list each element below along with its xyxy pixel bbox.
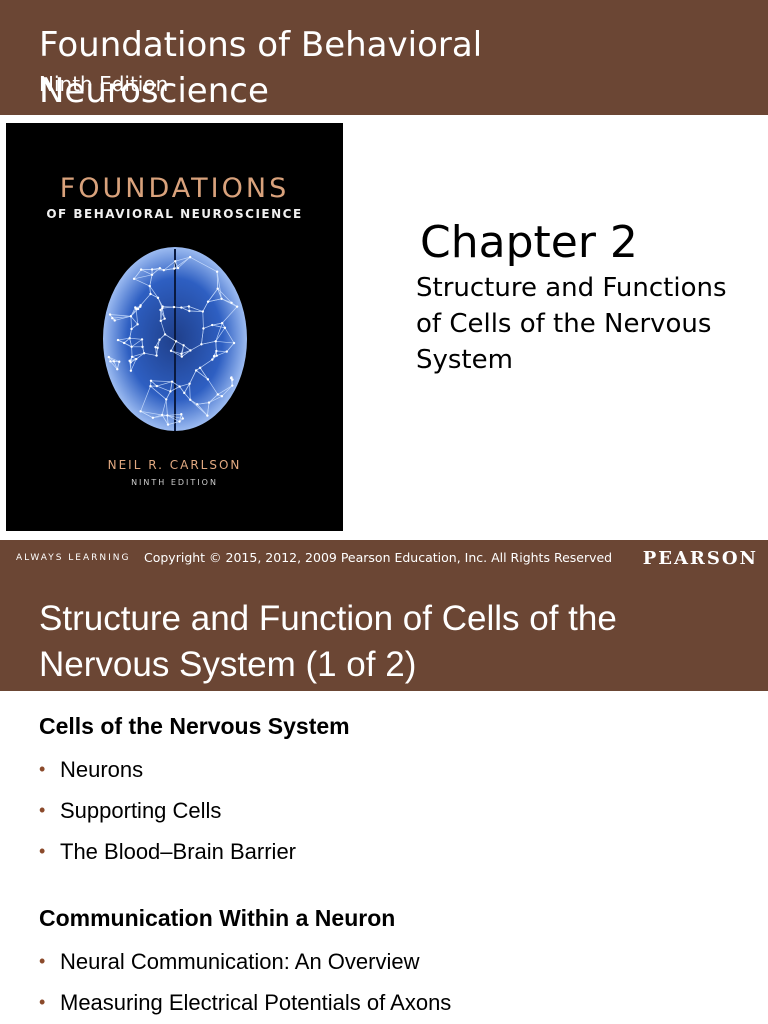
bullet-icon: • <box>39 759 46 779</box>
slide1-title: Foundations of Behavioral Neuroscience <box>39 25 483 111</box>
pearson-logo: PEARSON <box>642 548 758 569</box>
section-heading: Communication Within a Neuron <box>39 905 396 931</box>
slide1-edition: Ninth Edition <box>39 72 169 96</box>
cover-title: FOUNDATIONS <box>59 173 290 204</box>
bullet-item: • Neural Communication: An Overview <box>39 949 419 975</box>
cover-edition: NINTH EDITION <box>131 478 218 487</box>
chapter-title: Structure and Functions of Cells of the … <box>416 273 727 375</box>
bullet-item: • Supporting Cells <box>39 798 221 824</box>
slide2-title: Structure and Function of Cells of the N… <box>39 599 617 684</box>
chapter-number: Chapter 2 <box>420 217 638 268</box>
slide2-header: Structure and Function of Cells of the N… <box>0 576 768 691</box>
bullet-icon: • <box>39 951 46 971</box>
footer-copyright: Copyright © 2015, 2012, 2009 Pearson Edu… <box>144 550 613 565</box>
bullet-icon: • <box>39 992 46 1012</box>
bullet-icon: • <box>39 800 46 820</box>
brain-image <box>103 247 247 431</box>
bullet-text: The Blood–Brain Barrier <box>60 839 297 864</box>
slide1-header: Foundations of Behavioral Neuroscience N… <box>0 0 768 115</box>
section-heading: Cells of the Nervous System <box>39 713 350 739</box>
bullet-item: • The Blood–Brain Barrier <box>39 839 296 865</box>
bullet-item: • Measuring Electrical Potentials of Axon… <box>39 990 451 1016</box>
bullet-text: Measuring Electrical Potentials of Axons <box>60 990 452 1015</box>
footer-bar: ALWAYS LEARNING Copyright © 2015, 2012, … <box>0 540 768 576</box>
bullet-text: Neural Communication: An Overview <box>60 949 420 974</box>
cover-subtitle: OF BEHAVIORAL NEUROSCIENCE <box>46 207 303 221</box>
bullet-text: Supporting Cells <box>60 798 222 823</box>
bullet-icon: • <box>39 841 46 861</box>
cover-author: NEIL R. CARLSON <box>107 458 242 472</box>
footer-tagline: ALWAYS LEARNING <box>16 553 131 563</box>
book-cover: FOUNDATIONS OF BEHAVIORAL NEUROSCIENCE N… <box>6 123 343 531</box>
bullet-item: • Neurons <box>39 757 143 783</box>
bullet-text: Neurons <box>60 757 144 782</box>
